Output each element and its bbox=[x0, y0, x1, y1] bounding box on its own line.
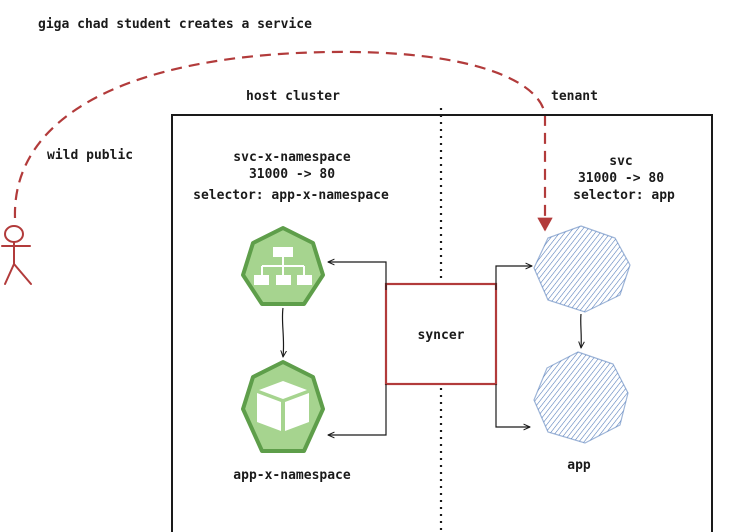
tenant-service-selector: selector: app bbox=[573, 188, 675, 203]
k8s-pod-icon bbox=[241, 360, 325, 453]
public-request-arrow bbox=[13, 50, 553, 232]
syncer-to-host-pod-arrow bbox=[328, 384, 387, 435]
host-service-selector: selector: app-x-namespace bbox=[193, 188, 389, 203]
tenant-pod-label: app bbox=[567, 458, 591, 473]
host-cluster-label: host cluster bbox=[246, 89, 340, 104]
syncer-box bbox=[384, 282, 498, 386]
wild-public-label: wild public bbox=[47, 148, 133, 163]
host-service-name: svc-x-namespace bbox=[233, 150, 351, 165]
host-pod-label: app-x-namespace bbox=[233, 468, 351, 483]
syncer-to-tenant-service-arrow bbox=[495, 266, 532, 290]
stick-figure-icon bbox=[1, 225, 32, 285]
host-service-ports: 31000 -> 80 bbox=[249, 167, 335, 182]
syncer-label: syncer bbox=[418, 328, 465, 343]
tenant-service-ports: 31000 -> 80 bbox=[578, 171, 664, 186]
k8s-service-icon bbox=[241, 226, 325, 306]
sketch-hexagon-icon bbox=[533, 225, 631, 313]
syncer-to-tenant-pod-arrow bbox=[495, 384, 530, 427]
tenant-service-name: svc bbox=[609, 154, 632, 169]
tenant-svc-to-pod-arrow bbox=[581, 313, 582, 348]
diagram-title: giga chad student creates a service bbox=[38, 17, 312, 32]
host-svc-to-pod-arrow bbox=[282, 307, 283, 357]
syncer-to-host-service-arrow bbox=[328, 262, 387, 290]
tenant-label: tenant bbox=[551, 89, 598, 104]
sketch-hexagon-icon bbox=[533, 351, 629, 444]
